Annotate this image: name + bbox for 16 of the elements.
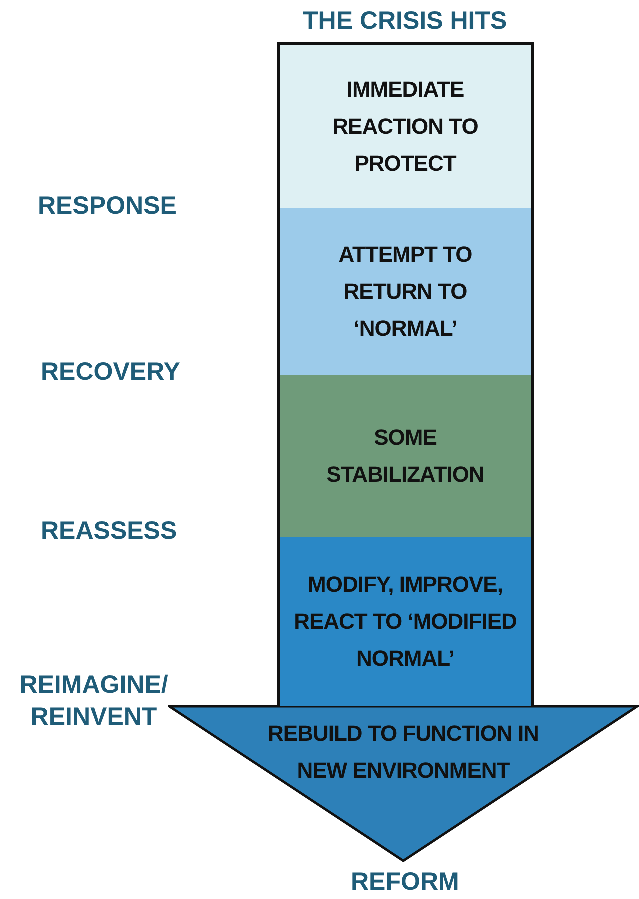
heading-label: THE CRISIS HITS bbox=[303, 6, 508, 37]
phase-label: REIMAGINE/ REINVENT bbox=[18, 670, 170, 733]
phase-label: RECOVERY bbox=[41, 357, 180, 388]
stage-text: IMMEDIATE REACTION TO PROTECT bbox=[332, 76, 480, 178]
arrow-band bbox=[277, 537, 534, 706]
arrow-band bbox=[277, 208, 534, 375]
arrowhead bbox=[168, 705, 639, 863]
arrow-band bbox=[277, 375, 534, 537]
stage-text: MODIFY, IMPROVE, REACT TO ‘MODIFIED NORMAL’ bbox=[293, 571, 518, 673]
arrow-band bbox=[277, 42, 534, 208]
phase-label: REFORM bbox=[351, 867, 460, 898]
phase-label: REASSESS bbox=[41, 516, 178, 547]
stage-text: REBUILD TO FUNCTION IN NEW ENVIRONMENT bbox=[267, 720, 540, 785]
stage-text: SOME STABILIZATION bbox=[326, 424, 486, 489]
stage-text: ATTEMPT TO RETURN TO ‘NORMAL’ bbox=[338, 241, 474, 343]
phase-label: RESPONSE bbox=[38, 191, 177, 222]
